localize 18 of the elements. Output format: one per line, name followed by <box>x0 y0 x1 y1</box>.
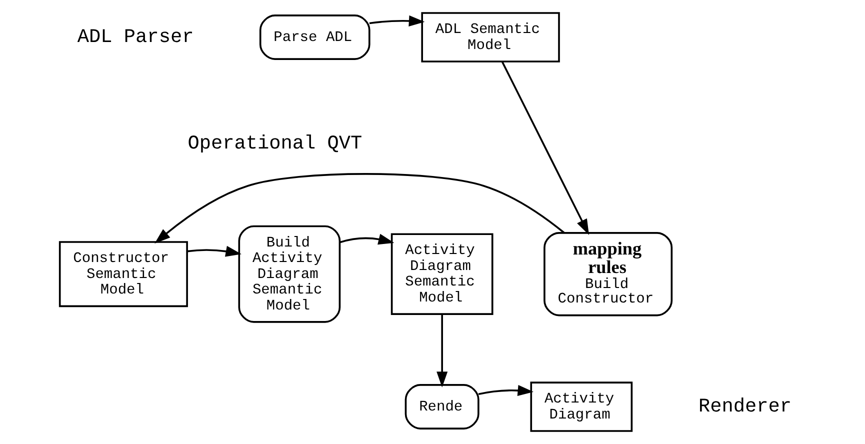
arrow <box>339 234 394 245</box>
node-box: Constructor Semantic Model <box>58 241 188 308</box>
node-box: mapping rules Build Constructor <box>543 232 672 316</box>
label: ADL Parser <box>76 26 194 48</box>
arrow <box>478 385 534 396</box>
arrow <box>500 61 589 235</box>
node-box: Rende <box>404 384 479 430</box>
node-box: Build Activity Diagram Semantic Model <box>238 225 340 323</box>
label: Operational QVT <box>187 132 362 154</box>
node-box: Activity Diagram <box>530 382 632 432</box>
label: Renderer <box>698 395 791 418</box>
arrow <box>186 246 241 257</box>
arrow <box>368 15 424 26</box>
node-box: ADL Semantic Model <box>420 12 560 62</box>
arrow <box>154 173 564 244</box>
arrow <box>436 314 448 388</box>
node-box: Activity Diagram Semantic Model <box>390 233 493 315</box>
node-box: Parse ADL <box>258 14 370 60</box>
